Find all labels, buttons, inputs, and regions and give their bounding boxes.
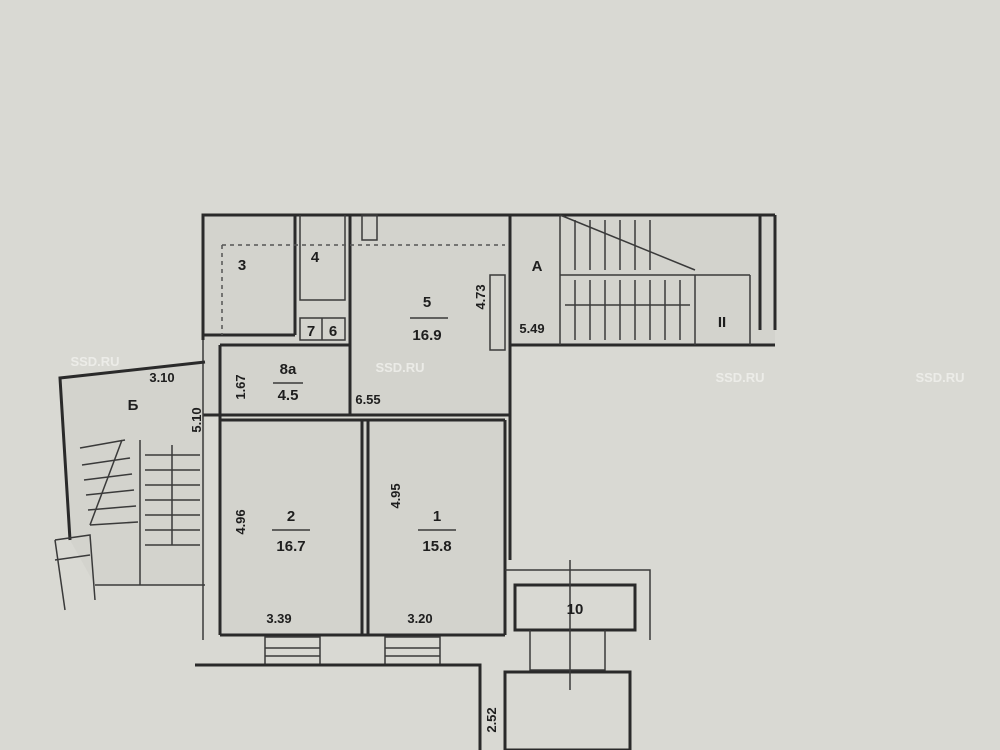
room-ii-label: II <box>718 314 726 331</box>
room-8a-area: 4.5 <box>278 387 299 404</box>
room-1-area: 15.8 <box>422 538 451 555</box>
room-2-number: 2 <box>287 508 295 525</box>
room-b-label: Б <box>128 397 139 414</box>
room-fills <box>60 215 775 635</box>
watermark: SSD.RU <box>375 360 424 375</box>
room-5-number: 5 <box>423 294 431 311</box>
watermarks: SSD.RU SSD.RU SSD.RU SSD.RU <box>70 354 964 385</box>
dim-4-73: 4.73 <box>473 284 488 309</box>
room-a-label: А <box>532 258 543 275</box>
dim-3-20: 3.20 <box>407 611 432 626</box>
room-3-number: 3 <box>238 257 246 274</box>
room-1-number: 1 <box>433 508 441 525</box>
room-10-number: 10 <box>567 601 584 618</box>
dimension-labels: 3.10 5.10 1.67 6.55 4.73 5.49 4.96 4.95 … <box>149 284 544 732</box>
staircase-a <box>559 214 751 345</box>
room-2-area: 16.7 <box>276 538 305 555</box>
walls <box>54 213 777 750</box>
dim-4-96: 4.96 <box>233 509 248 534</box>
room-4-number: 4 <box>311 249 320 266</box>
dim-2-52: 2.52 <box>484 707 499 732</box>
dim-1-67: 1.67 <box>233 374 248 399</box>
dim-3-39: 3.39 <box>266 611 291 626</box>
staircase-b <box>54 360 206 611</box>
room-7-number: 7 <box>307 323 315 340</box>
room-5-area: 16.9 <box>412 327 441 344</box>
dim-4-95: 4.95 <box>388 483 403 508</box>
room-8a-number: 8а <box>280 361 297 378</box>
dim-5-10: 5.10 <box>189 407 204 432</box>
room-6-number: 6 <box>329 323 337 340</box>
watermark: SSD.RU <box>915 370 964 385</box>
dim-5-49: 5.49 <box>519 321 544 336</box>
watermark: SSD.RU <box>715 370 764 385</box>
dim-3-10: 3.10 <box>149 370 174 385</box>
room-labels: 3 4 5 16.9 7 6 8а 4.5 2 16.7 1 15.8 10 А… <box>128 249 727 618</box>
watermark: SSD.RU <box>70 354 119 369</box>
dim-6-55: 6.55 <box>355 392 380 407</box>
